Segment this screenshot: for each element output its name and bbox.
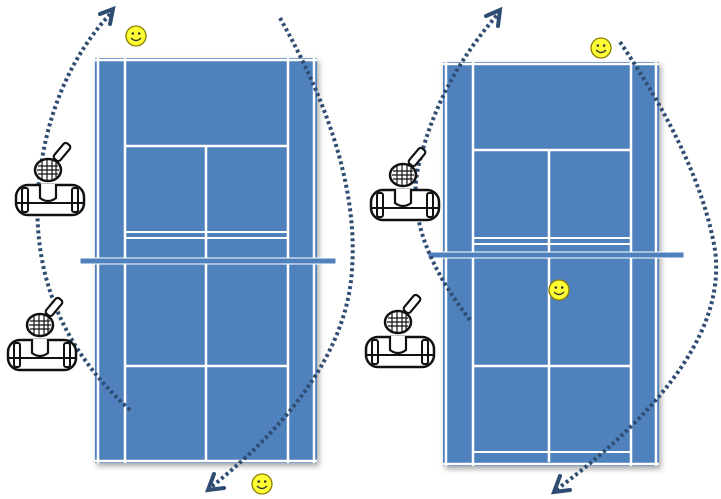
- right-court-diagram: [364, 6, 719, 495]
- movement-path-right: [413, 6, 719, 495]
- racket-bag-icon: [6, 295, 78, 372]
- left-court-diagram: [6, 5, 355, 495]
- racket-bag-icon: [14, 140, 86, 217]
- player-smiley-icon: [125, 25, 147, 47]
- tennis-court-right: [443, 62, 659, 466]
- racket-bag-icon: [364, 292, 436, 369]
- player-smiley-icon: [251, 473, 273, 495]
- net-right: [427, 251, 685, 259]
- player-smiley-icon: [590, 37, 612, 59]
- racket-bag-icon: [369, 145, 441, 222]
- player-smiley-icon: [548, 279, 570, 301]
- net-left: [79, 257, 337, 265]
